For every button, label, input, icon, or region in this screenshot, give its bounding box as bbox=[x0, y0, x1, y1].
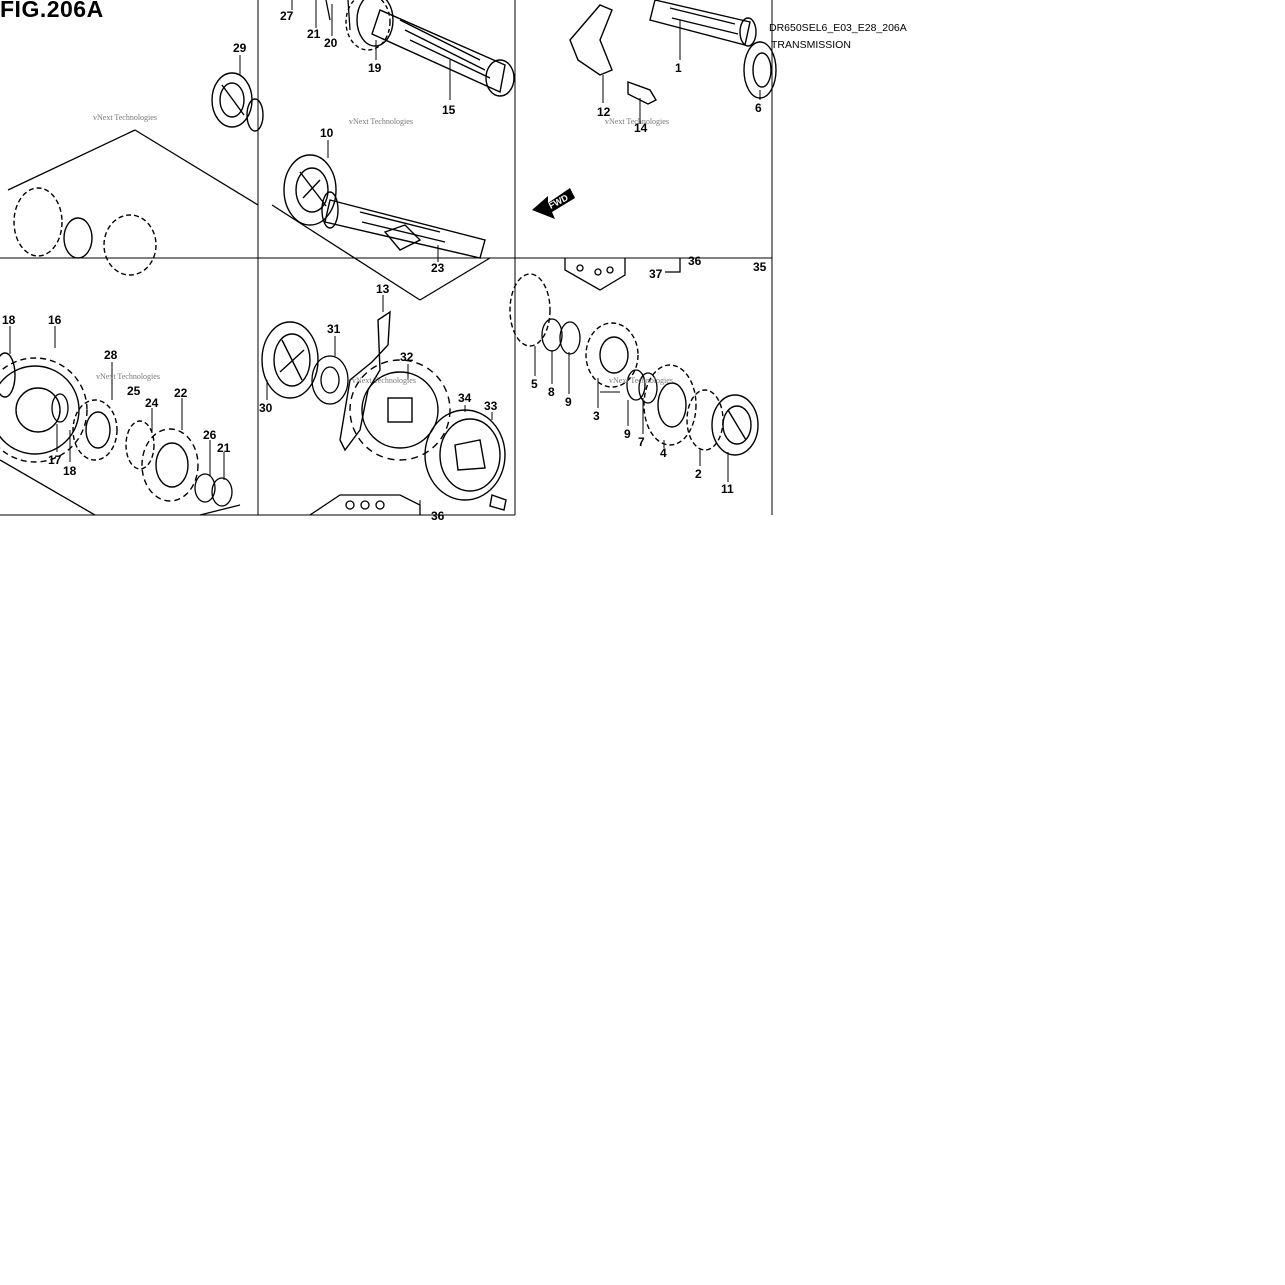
watermarks: vNext Technologies vNext Technologies vN… bbox=[93, 113, 673, 385]
bearing-partial-29b bbox=[246, 98, 264, 132]
callout-1: 1 bbox=[675, 61, 682, 75]
callout-28: 28 bbox=[104, 348, 118, 362]
callout-26: 26 bbox=[203, 428, 217, 442]
gear-18 bbox=[0, 352, 16, 398]
bracket-12 bbox=[569, 4, 613, 76]
washer-31 bbox=[311, 355, 349, 405]
callout-8: 8 bbox=[548, 385, 555, 399]
callout-12: 12 bbox=[597, 105, 611, 119]
sprocket-32 bbox=[349, 359, 451, 461]
callout-3: 3 bbox=[593, 409, 600, 423]
svg-text:vNext Technologies: vNext Technologies bbox=[93, 113, 157, 122]
callout-19: 19 bbox=[368, 61, 382, 75]
bolt-14 bbox=[627, 81, 657, 105]
section-title: TRANSMISSION bbox=[771, 39, 851, 51]
callout-27: 27 bbox=[280, 9, 294, 23]
driveshaft-23 bbox=[321, 191, 486, 259]
svg-text:vNext Technologies: vNext Technologies bbox=[605, 117, 669, 126]
svg-text:vNext Technologies: vNext Technologies bbox=[349, 117, 413, 126]
callout-4: 4 bbox=[660, 446, 667, 460]
gear-19 bbox=[345, 0, 391, 51]
bearing-6 bbox=[743, 41, 777, 99]
washer-17 bbox=[51, 393, 69, 423]
model-code: DR650SEL6_E03_E28_206A bbox=[769, 22, 907, 34]
countershaft-15 bbox=[356, 0, 515, 97]
callout-18b: 18 bbox=[63, 464, 77, 478]
panel-dividers bbox=[0, 0, 773, 516]
chain-bracket-36 bbox=[665, 258, 681, 273]
callout-20: 20 bbox=[324, 36, 338, 50]
callout-labels: 1 2 3 4 5 6 7 8 9 9 10 11 12 13 14 15 16… bbox=[2, 9, 767, 523]
callout-22: 22 bbox=[174, 386, 188, 400]
callout-35: 35 bbox=[753, 260, 767, 274]
gear-upper-left bbox=[13, 187, 157, 276]
gear-24 bbox=[125, 420, 155, 470]
bearing-10 bbox=[283, 154, 337, 226]
callout-7: 7 bbox=[638, 435, 645, 449]
svg-text:vNext Technologies: vNext Technologies bbox=[609, 376, 673, 385]
circlip-26-21 bbox=[194, 473, 233, 507]
gear-28-25 bbox=[72, 399, 118, 461]
figure-title: FIG.206A bbox=[0, 0, 104, 22]
callout-15: 15 bbox=[442, 103, 456, 117]
callout-9b: 9 bbox=[624, 427, 631, 441]
plate-13 bbox=[339, 310, 391, 452]
circlip-20-21 bbox=[325, 0, 351, 31]
frame-lines bbox=[0, 129, 491, 516]
washer-7-9b bbox=[626, 369, 658, 404]
callout-25: 25 bbox=[127, 384, 141, 398]
callout-9: 9 bbox=[565, 395, 572, 409]
fwd-arrow-icon: FWD bbox=[532, 188, 575, 219]
chain-36-lower bbox=[309, 494, 421, 516]
gear-3 bbox=[585, 322, 639, 388]
drum-33-34 bbox=[424, 409, 506, 501]
callout-2: 2 bbox=[695, 467, 702, 481]
callout-34: 34 bbox=[458, 391, 472, 405]
callout-21b: 21 bbox=[217, 441, 231, 455]
callout-31: 31 bbox=[327, 322, 341, 336]
callout-5: 5 bbox=[531, 377, 538, 391]
callout-13: 13 bbox=[376, 282, 390, 296]
bearing-29 bbox=[211, 72, 253, 128]
gear-4 bbox=[643, 364, 697, 446]
callout-36b: 36 bbox=[431, 509, 445, 523]
svg-text:vNext Technologies: vNext Technologies bbox=[96, 372, 160, 381]
callout-11: 11 bbox=[721, 482, 734, 496]
svg-text:vNext Technologies: vNext Technologies bbox=[352, 376, 416, 385]
callout-10: 10 bbox=[320, 126, 334, 140]
callout-37: 37 bbox=[649, 267, 663, 281]
callout-23: 23 bbox=[431, 261, 445, 275]
leader-lines bbox=[9, 0, 761, 515]
bolt-33b bbox=[489, 494, 507, 511]
callout-6: 6 bbox=[755, 101, 762, 115]
callout-36: 36 bbox=[688, 254, 702, 268]
bearing-11 bbox=[711, 394, 759, 456]
callout-33: 33 bbox=[484, 399, 498, 413]
callout-30: 30 bbox=[259, 401, 273, 415]
mainshaft-1 bbox=[649, 0, 757, 47]
gear-5 bbox=[509, 273, 551, 347]
callout-21: 21 bbox=[307, 27, 321, 41]
gear-2 bbox=[686, 389, 724, 451]
callout-17: 17 bbox=[48, 453, 62, 467]
callout-24: 24 bbox=[145, 396, 159, 410]
gear-16 bbox=[0, 357, 88, 463]
callout-32: 32 bbox=[400, 350, 414, 364]
chain-joint-37 bbox=[564, 258, 626, 291]
callout-14: 14 bbox=[634, 121, 648, 135]
callout-18: 18 bbox=[2, 313, 16, 327]
bearing-30 bbox=[261, 321, 319, 399]
gear-22 bbox=[141, 428, 199, 502]
washer-8-9 bbox=[541, 318, 581, 355]
callout-29: 29 bbox=[233, 41, 247, 55]
callout-16: 16 bbox=[48, 313, 62, 327]
